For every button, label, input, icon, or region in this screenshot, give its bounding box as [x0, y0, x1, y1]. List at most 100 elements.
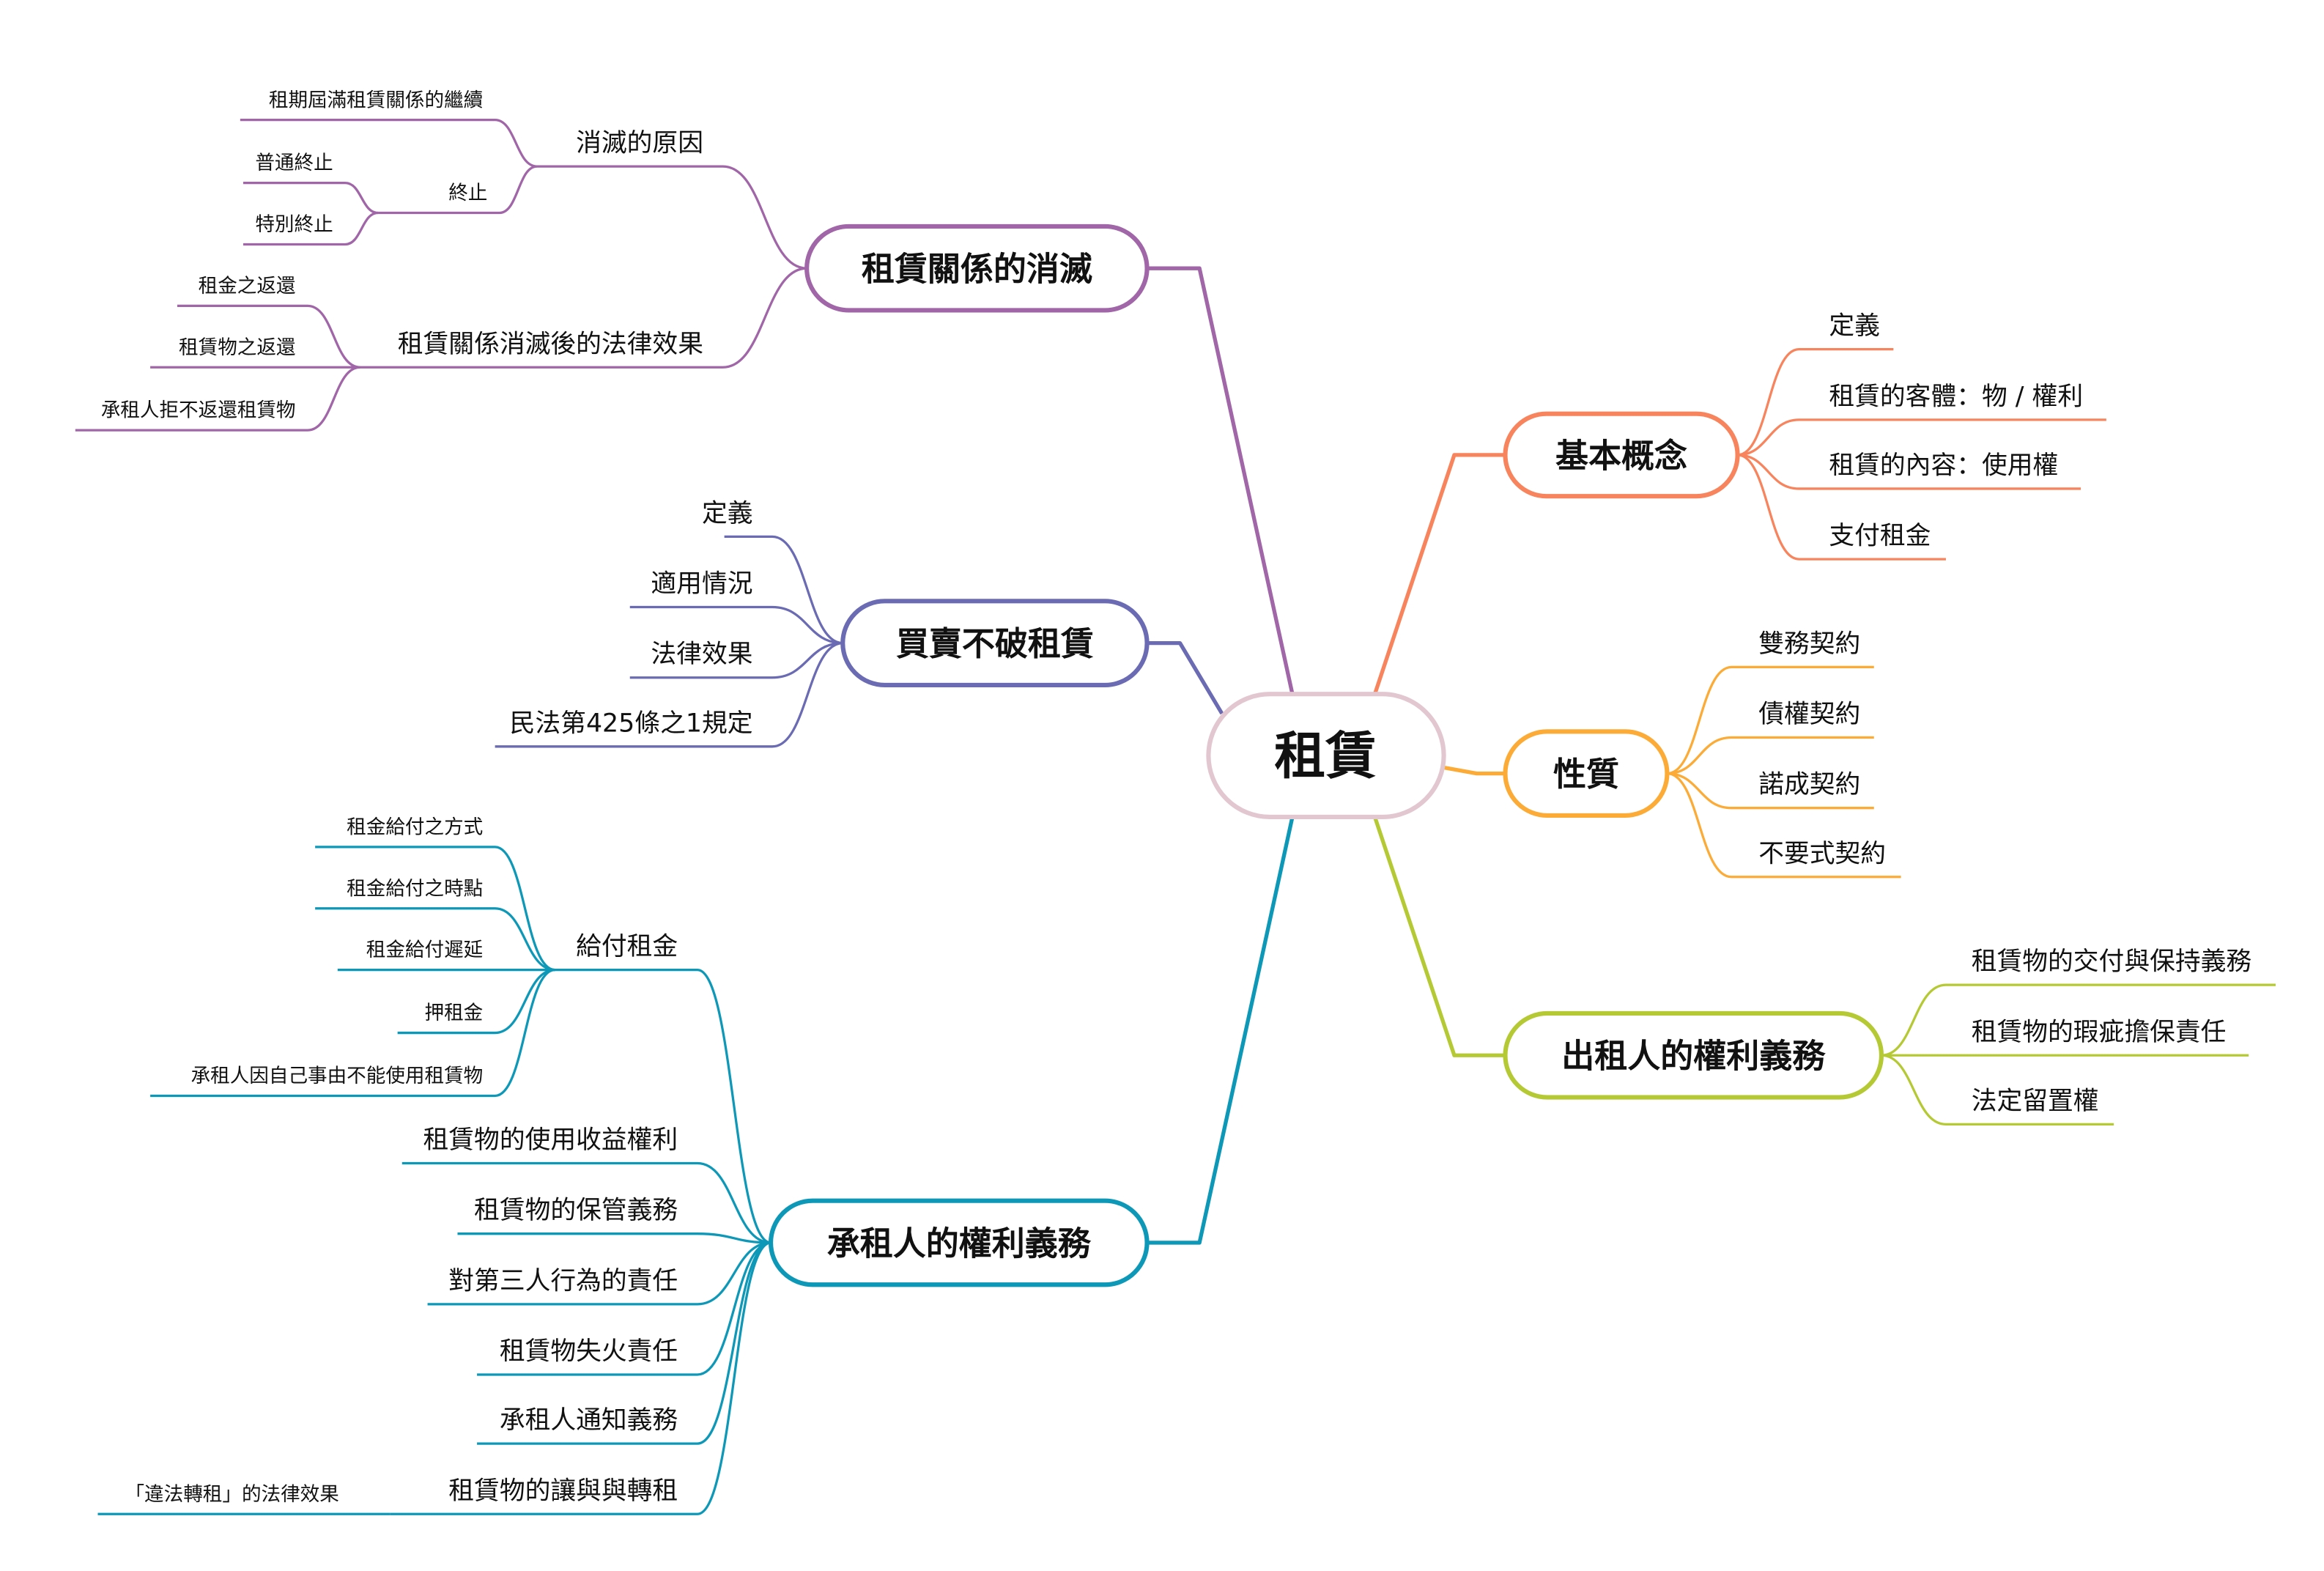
subtopic-label: 普通終止	[255, 152, 333, 174]
central-topic-box	[1206, 692, 1446, 820]
branch-connector	[390, 1241, 771, 1515]
main-topic[interactable]: 性質	[1503, 729, 1670, 818]
subtopic[interactable]: 租金之返還	[199, 275, 296, 297]
subtopic[interactable]: 押租金	[425, 1002, 484, 1024]
branch-connector	[75, 366, 360, 432]
branch-connector	[397, 968, 555, 1035]
branch-connector	[1667, 772, 1874, 810]
branch-connector	[243, 181, 379, 215]
subtopic[interactable]: 消滅的原因	[576, 129, 703, 158]
subtopic-label: 租金給付之時點	[347, 877, 483, 900]
subtopic[interactable]: 債權契約	[1758, 700, 1860, 729]
branch-connector	[315, 907, 555, 972]
subtopic-label: 承租人通知義務	[500, 1406, 678, 1435]
subtopic[interactable]: 租賃物的瑕疵擔保責任	[1972, 1018, 2227, 1047]
subtopic-label: 租賃物之返還	[179, 336, 295, 359]
main-connector	[1372, 453, 1506, 695]
subtopic[interactable]: 租賃物失火責任	[500, 1337, 678, 1367]
subtopic[interactable]: 諾成契約	[1758, 770, 1860, 799]
subtopic[interactable]: 法律效果	[651, 640, 752, 669]
subtopic[interactable]: 租賃物的使用收益權利	[423, 1125, 678, 1155]
branch-connector	[401, 1161, 771, 1244]
subtopic[interactable]: 終止	[448, 182, 487, 204]
main-topic-box	[804, 223, 1150, 313]
subtopic[interactable]: 租賃物的交付與保持義務	[1972, 947, 2252, 977]
branch-connector	[457, 1232, 771, 1244]
subtopic[interactable]: 定義	[702, 499, 753, 528]
main-topic[interactable]: 基本概念	[1503, 411, 1740, 499]
subtopic[interactable]: 特別終止	[255, 213, 333, 236]
subtopic-label: 租賃物的瑕疵擔保責任	[1972, 1018, 2227, 1047]
subtopic-label: 定義	[1829, 311, 1880, 341]
branch-connector	[1881, 983, 2276, 1057]
subtopic-label: 承租人因自己事由不能使用租賃物	[191, 1065, 484, 1087]
main-topic-box	[1503, 411, 1740, 499]
central-topic[interactable]: 租賃	[1206, 692, 1446, 820]
branch-connector	[240, 119, 538, 168]
branch-connector	[495, 642, 843, 748]
subtopic[interactable]: 民法第425條之1規定	[510, 709, 753, 738]
subtopic[interactable]: 承租人因自己事由不能使用租賃物	[191, 1065, 484, 1087]
main-topic-box	[1503, 1010, 1884, 1100]
main-topic[interactable]: 承租人的權利義務	[768, 1198, 1150, 1287]
main-topic-label: 基本概念	[1555, 436, 1687, 475]
subtopic-label: 法律效果	[651, 640, 752, 669]
main-topic-label: 買賣不破租賃	[896, 624, 1094, 663]
subtopic[interactable]: 給付租金	[576, 932, 678, 961]
main-topic-box	[1503, 729, 1670, 818]
subtopic[interactable]: 承租人拒不返還租賃物	[101, 399, 296, 422]
subtopic[interactable]: 法定留置權	[1972, 1087, 2099, 1116]
branch-connector	[477, 1241, 771, 1376]
subtopic[interactable]: 對第三人行為的責任	[448, 1266, 678, 1295]
subtopic-label: 雙務契約	[1758, 629, 1860, 659]
main-connector	[1372, 816, 1506, 1057]
subtopic-label: 諾成契約	[1758, 770, 1860, 799]
subtopic[interactable]: 租賃關係消滅後的法律效果	[398, 330, 703, 359]
branch-connector	[378, 165, 538, 215]
subtopic[interactable]: 租賃的客體：物 / 權利	[1829, 382, 2083, 411]
subtopic[interactable]: 租賃物的保管義務	[474, 1196, 678, 1225]
subtopic-label: 終止	[448, 182, 487, 204]
subtopic[interactable]: 普通終止	[255, 152, 333, 174]
subtopic[interactable]: 承租人通知義務	[500, 1406, 678, 1435]
subtopic[interactable]: 租金給付之方式	[347, 816, 483, 838]
subtopic-label: 租賃物的交付與保持義務	[1972, 947, 2252, 977]
main-topic-label: 租賃關係的消滅	[862, 250, 1092, 289]
subtopic[interactable]: 租賃的內容：使用權	[1829, 451, 2058, 480]
branch-connector	[629, 642, 843, 679]
main-topic[interactable]: 買賣不破租賃	[840, 599, 1150, 687]
subtopic-label: 定義	[702, 499, 753, 528]
subtopic[interactable]: 租金給付之時點	[347, 877, 483, 900]
subtopic-label: 「違法轉租」的法律效果	[125, 1483, 338, 1506]
subtopic[interactable]: 「違法轉租」的法律效果	[125, 1483, 338, 1506]
subtopic[interactable]: 雙務契約	[1758, 629, 1860, 659]
subtopic[interactable]: 定義	[1829, 311, 1880, 341]
subtopic[interactable]: 租期屆滿租賃關係的繼續	[269, 89, 483, 111]
subtopic[interactable]: 不要式契約	[1758, 839, 1886, 868]
subtopic[interactable]: 適用情況	[651, 569, 752, 599]
subtopic[interactable]: 租賃物之返還	[179, 336, 295, 359]
subtopic-label: 對第三人行為的責任	[448, 1266, 678, 1295]
branch-connector	[243, 211, 379, 246]
branch-connector	[1667, 665, 1874, 775]
main-topic[interactable]: 出租人的權利義務	[1503, 1010, 1884, 1100]
main-connector	[1147, 266, 1295, 695]
branch-connector	[1881, 1054, 2114, 1125]
branch-connector	[177, 304, 360, 369]
subtopic-label: 租賃物的讓與與轉租	[448, 1476, 678, 1506]
subtopic[interactable]: 租賃物的讓與與轉租	[448, 1476, 678, 1506]
subtopic-label: 租賃物的保管義務	[474, 1196, 678, 1225]
subtopic-label: 租賃物失火責任	[500, 1337, 678, 1367]
main-topic-label: 承租人的權利義務	[827, 1224, 1092, 1263]
subtopic[interactable]: 支付租金	[1829, 522, 1931, 551]
branch-connector	[629, 605, 843, 645]
subtopic-label: 不要式契約	[1758, 839, 1886, 868]
subtopic[interactable]: 租金給付遲延	[366, 939, 483, 961]
subtopic-label: 債權契約	[1758, 700, 1860, 729]
subtopic-label: 押租金	[425, 1002, 484, 1024]
main-topic-label: 出租人的權利義務	[1561, 1037, 1826, 1076]
main-topic[interactable]: 租賃關係的消滅	[804, 223, 1150, 313]
main-connector	[1443, 765, 1506, 776]
